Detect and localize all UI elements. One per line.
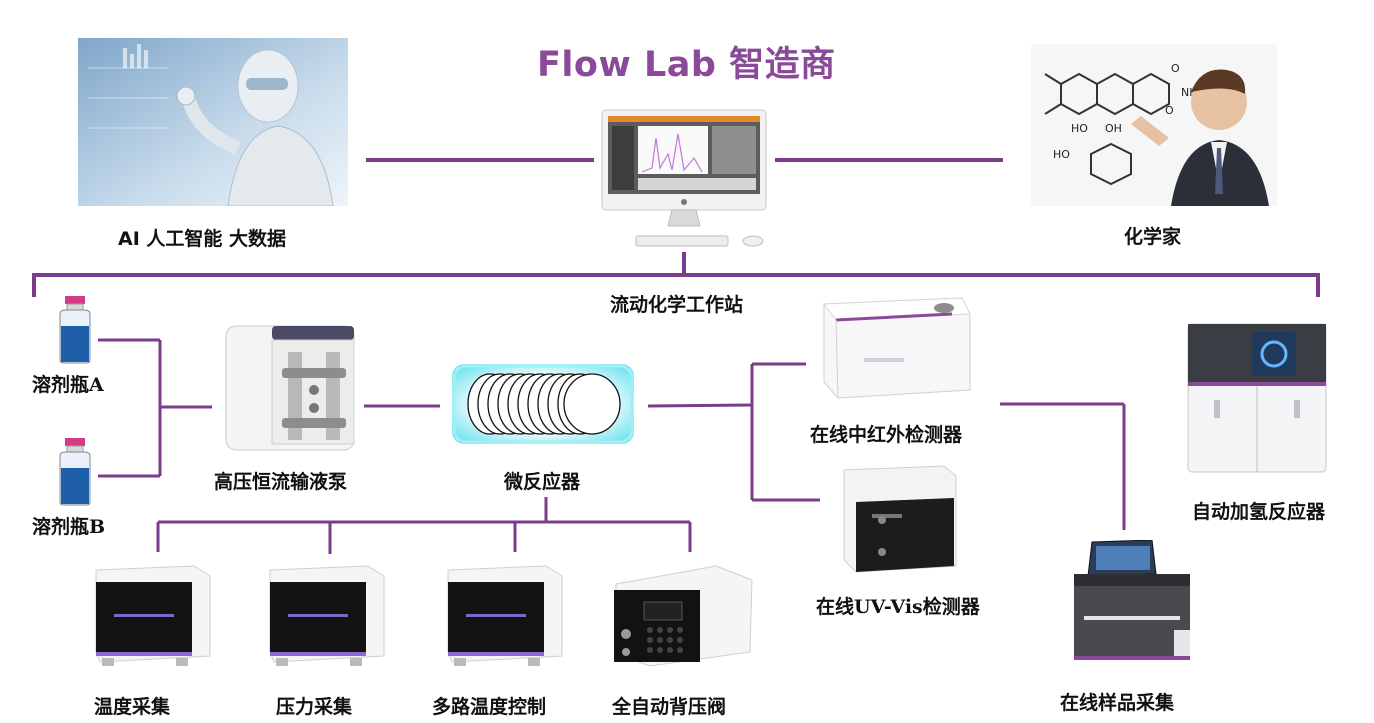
hydrogenation-device (1184, 320, 1330, 476)
ir-detector-device (812, 294, 974, 402)
svg-text:HO: HO (1053, 148, 1070, 161)
sampler-device (1070, 539, 1194, 664)
microreactor-coil (452, 364, 634, 444)
chemist-label: 化学家 (1124, 226, 1182, 248)
sampling-label: 在线样品采集 (1060, 692, 1175, 714)
imac-computer-icon (598, 108, 770, 253)
control-module-device (90, 562, 214, 672)
pump-label: 高压恒流输液泵 (214, 471, 348, 493)
temp-collect-label: 温度采集 (94, 696, 171, 718)
uv-detector-label: 在线UV-Vis检测器 (816, 596, 980, 618)
uv-detector-device (836, 462, 960, 576)
svg-text:O: O (1171, 62, 1180, 75)
robot-image (78, 38, 348, 207)
ai-label: AI 人工智能 大数据 (118, 228, 287, 250)
station-label: 流动化学工作站 (610, 294, 744, 316)
back-pressure-valve-device (610, 562, 756, 672)
solvent-b-label: 溶剂瓶B (32, 516, 106, 538)
control-module-device (264, 562, 388, 672)
svg-text:HO: HO (1071, 122, 1088, 135)
control-module-device (442, 562, 566, 672)
solvent-a-label: 溶剂瓶A (32, 374, 104, 396)
svg-text:OH: OH (1105, 122, 1122, 135)
hydrogenation-label: 自动加氢反应器 (1192, 501, 1326, 523)
solvent-bottle-icon (54, 438, 96, 506)
ir-detector-label: 在线中红外检测器 (810, 424, 963, 446)
reactor-label: 微反应器 (504, 471, 581, 493)
back-pressure-label: 全自动背压阀 (612, 696, 727, 718)
svg-text:O: O (1165, 104, 1174, 117)
page-title: Flow Lab 智造商 (537, 45, 836, 85)
solvent-bottle-icon (54, 296, 96, 364)
pressure-collect-label: 压力采集 (276, 696, 353, 718)
multi-temp-label: 多路温度控制 (432, 696, 547, 718)
pump-device (222, 322, 358, 454)
